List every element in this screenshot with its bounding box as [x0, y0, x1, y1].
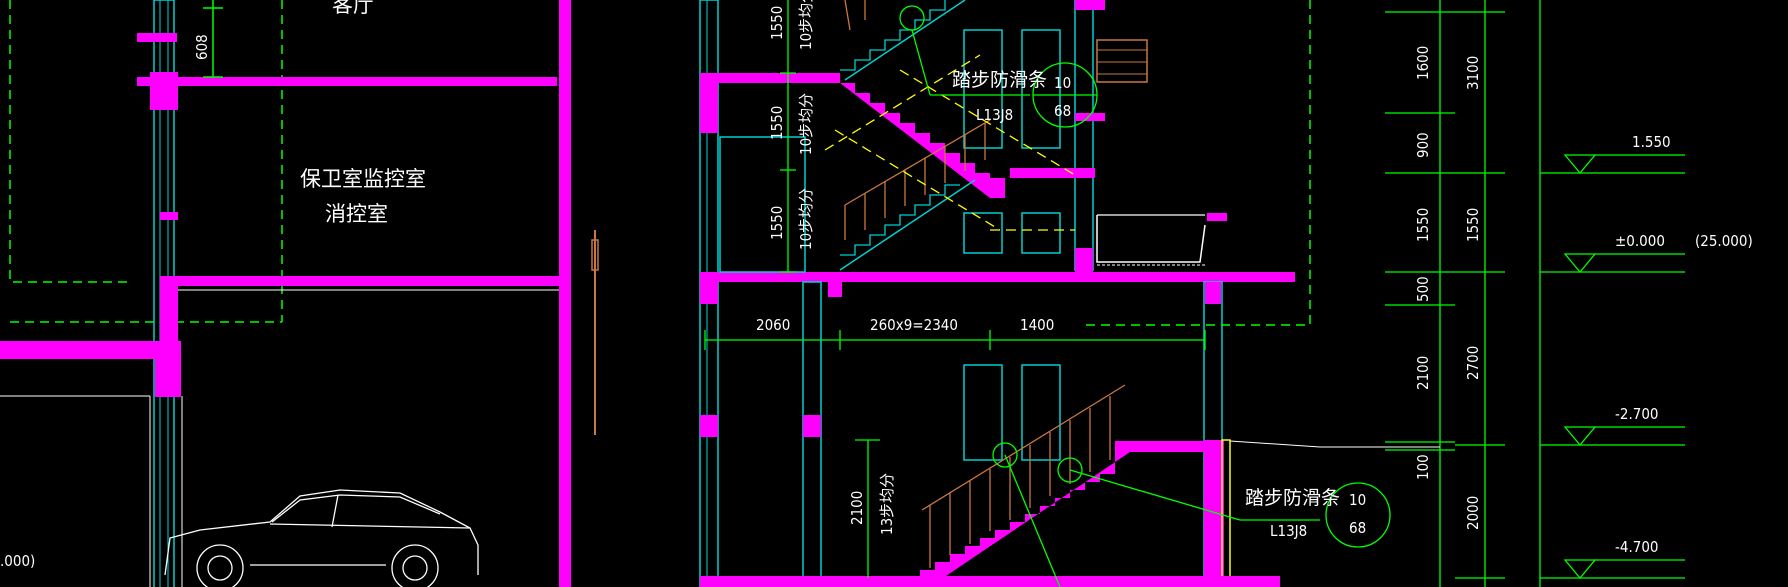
door-panels [719, 29, 1061, 461]
elevation-abs-25000: (25.000) [1695, 232, 1753, 250]
right-dimension-chains [1385, 0, 1685, 587]
stair-note-lower-flight: 13步均分 [878, 473, 896, 535]
elevation-left-cut: .000) [0, 552, 35, 570]
anti-slip-label-lower: 踏步防滑条 [1245, 487, 1340, 509]
detail-sheet-lower: 68 [1349, 519, 1366, 537]
right-dim-1550-a: 1550 [1414, 208, 1432, 242]
elevation-minus-2700: -2.700 [1615, 405, 1659, 423]
dim-v-1550-a: 1550 [768, 6, 786, 40]
stair-note-flight-3: 10步均分 [797, 188, 815, 250]
right-dim-1550-b: 1550 [1464, 208, 1482, 242]
detail-sheet-upper: 68 [1054, 102, 1071, 120]
right-dim-900: 900 [1414, 132, 1432, 158]
railings [844, 0, 1126, 568]
right-dim-2100: 2100 [1414, 356, 1432, 390]
right-dim-500: 500 [1414, 276, 1432, 302]
detail-num-lower: 10 [1349, 491, 1366, 509]
dim-h-1400: 1400 [1020, 316, 1054, 334]
room-label-security: 保卫室监控室 [300, 167, 426, 191]
dim-h-2340: 260x9=2340 [870, 316, 958, 334]
car-drawing [164, 489, 479, 587]
elevation-1550: 1.550 [1632, 133, 1671, 151]
elevation-0000: ±0.000 [1615, 232, 1665, 250]
detail-num-upper: 10 [1054, 74, 1071, 92]
right-dim-3100: 3100 [1464, 56, 1482, 90]
elevation-minus-4700: -4.700 [1615, 538, 1659, 556]
anti-slip-label-upper: 踏步防滑条 [952, 69, 1047, 91]
dim-v-1550-c: 1550 [768, 206, 786, 240]
atlas-ref-upper: L13J8 [976, 106, 1013, 124]
right-dim-2000: 2000 [1464, 496, 1482, 530]
right-dim-2700: 2700 [1464, 346, 1482, 380]
room-label-fire-control: 消控室 [325, 202, 388, 226]
annotation-dashes [824, 54, 1076, 231]
stair-note-flight-1: 10步均分 [797, 0, 815, 50]
elevation-markers [1563, 154, 1685, 580]
left-wall-group: 608 [0, 0, 599, 587]
room-label-top: 客厅 [332, 0, 374, 17]
right-dim-100: 100 [1414, 454, 1432, 480]
stair-flights [839, 0, 1205, 580]
right-dim-1600: 1600 [1414, 46, 1432, 80]
dim-v-1550-b: 1550 [768, 106, 786, 140]
callout-lines [899, 5, 1391, 587]
atlas-ref-lower: L13J8 [1270, 522, 1307, 540]
stair-note-flight-2: 10步均分 [797, 93, 815, 155]
stair-dimensions [704, 0, 1206, 578]
stair-walls [699, 0, 1295, 587]
dim-h-2060: 2060 [756, 316, 790, 334]
dim-v-2100: 2100 [848, 491, 866, 525]
dim-608: 608 [193, 34, 211, 60]
